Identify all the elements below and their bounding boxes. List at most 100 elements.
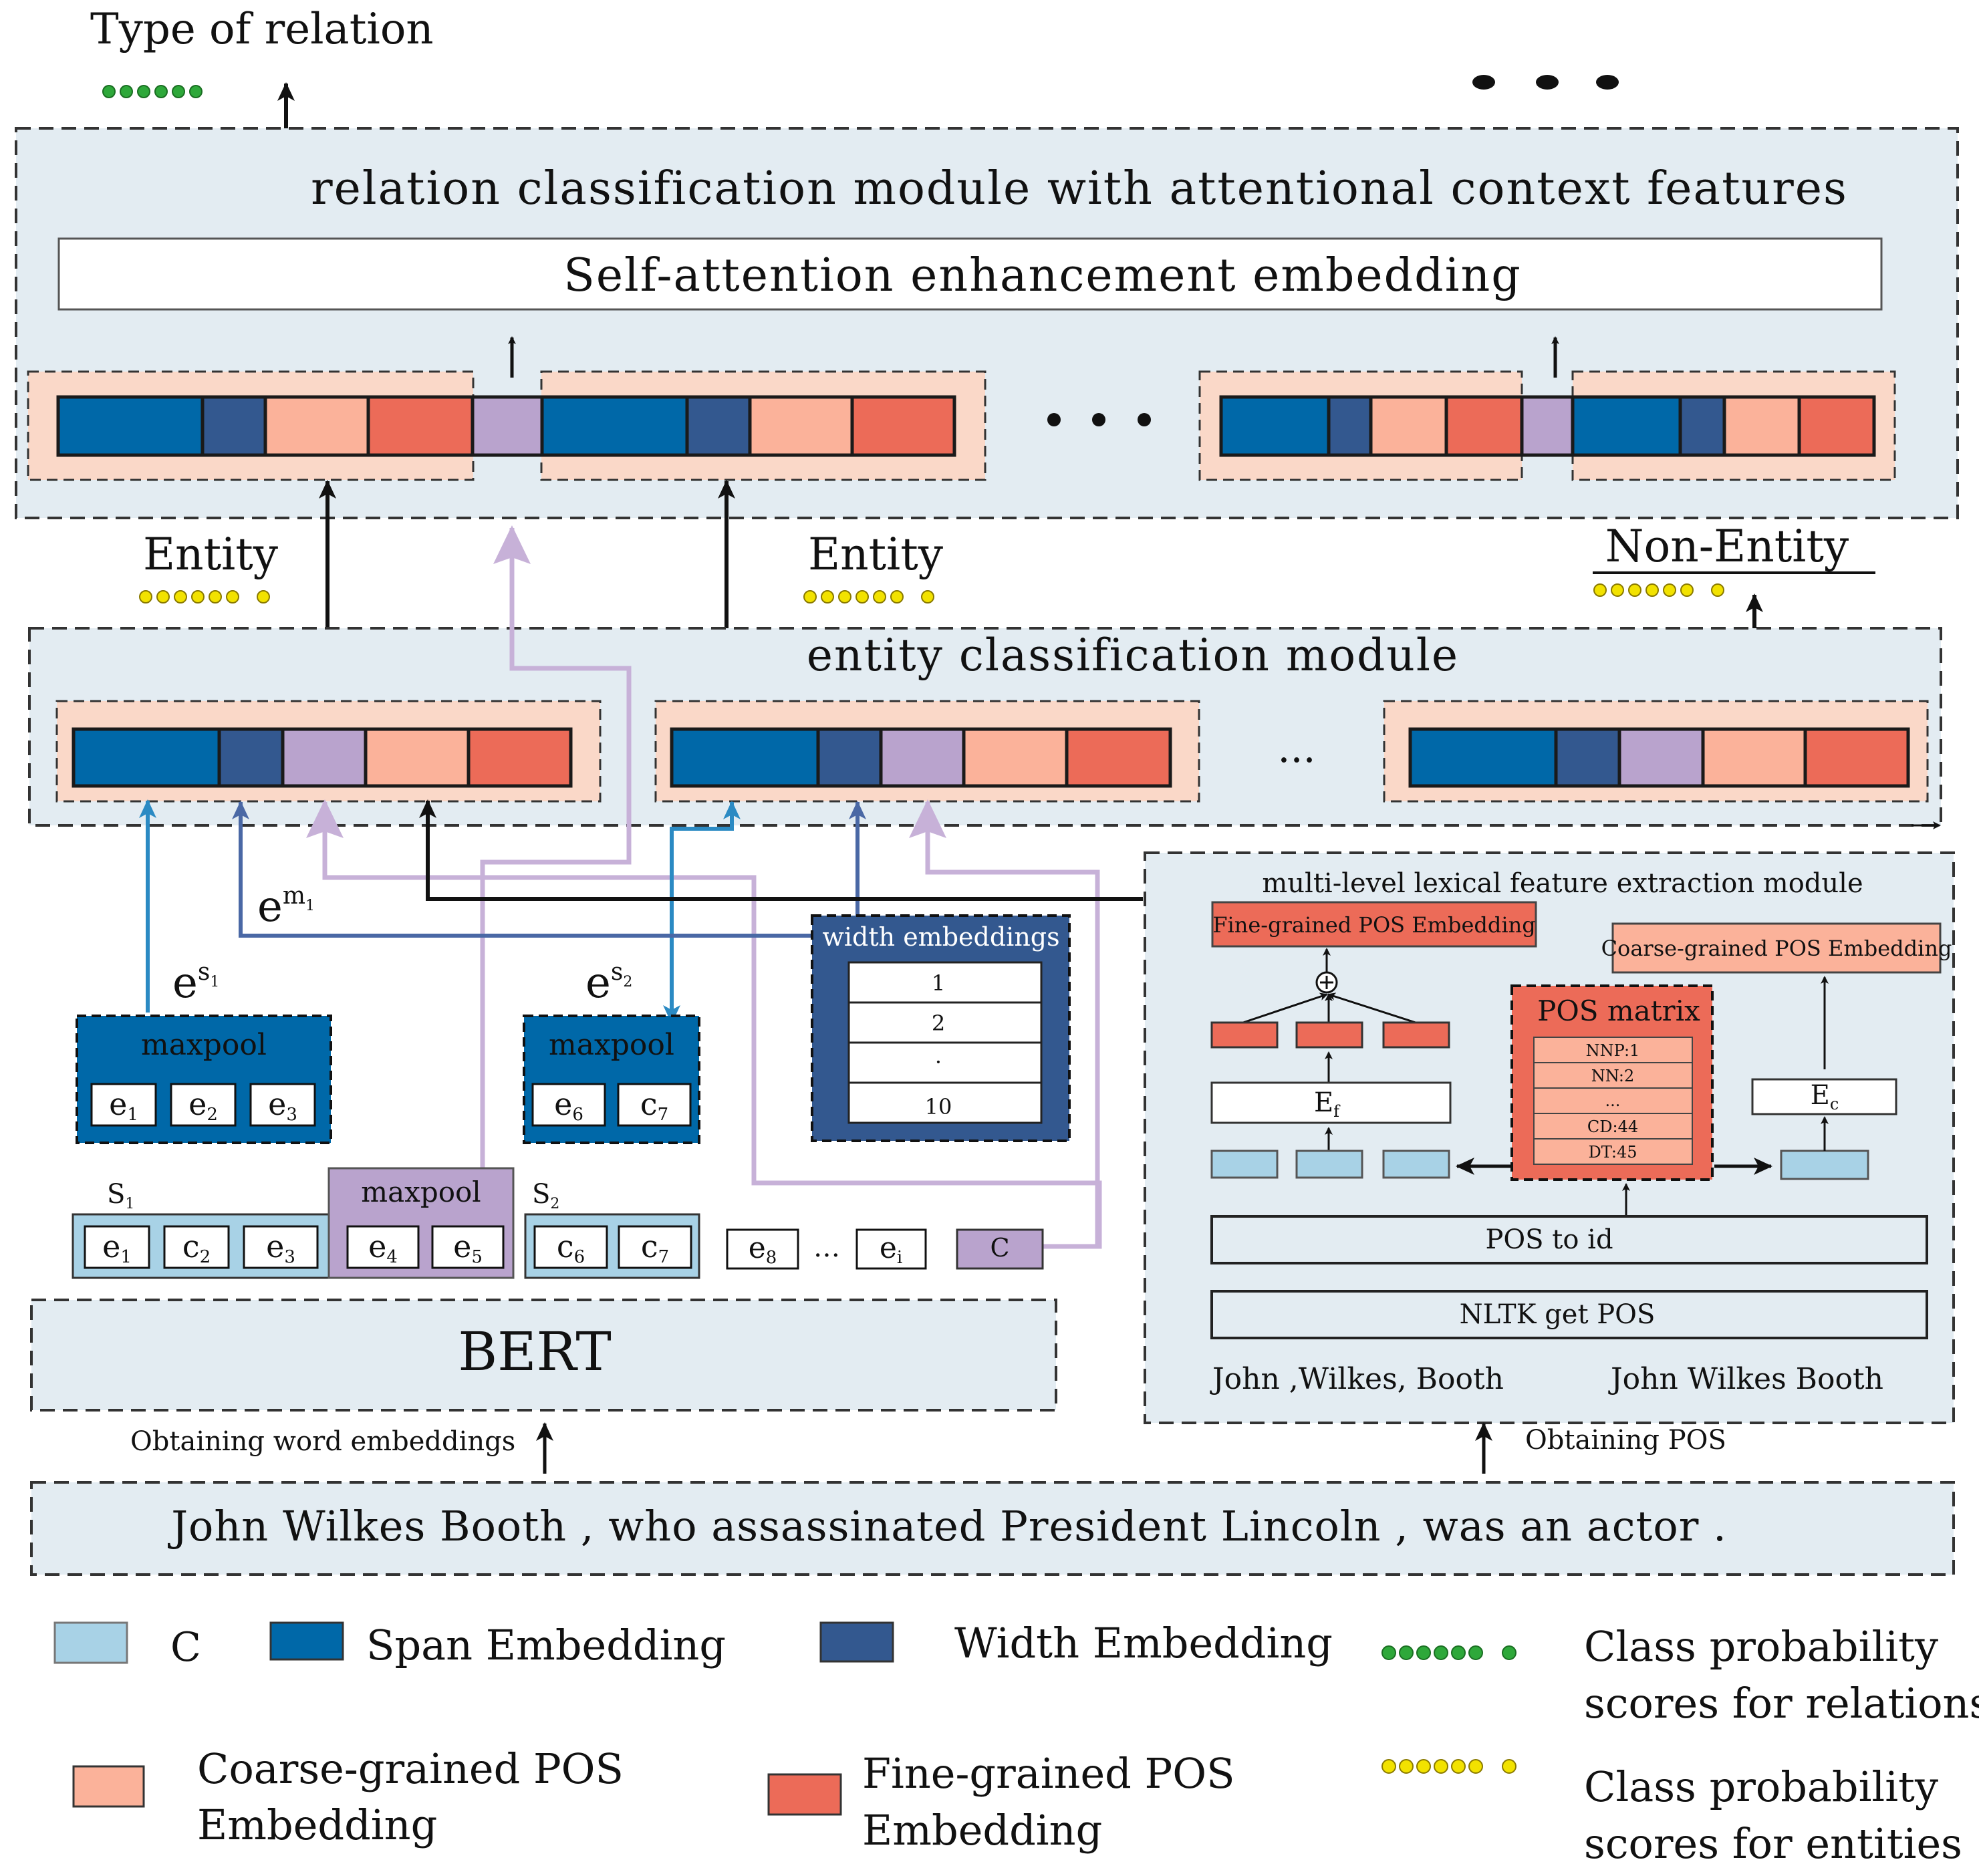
relation-ellipsis-dots [1047,413,1151,426]
context-block [879,727,966,788]
ef-box [1210,1081,1452,1124]
span-embedding-block [72,727,221,788]
legend: C Span Embedding Width Embedding Class p… [53,1619,1979,1868]
legend-width-label: Width Embedding [954,1619,1333,1667]
legend-coarse-1: Coarse-grained POS [197,1744,624,1793]
words-full: John Wilkes Booth [1608,1362,1883,1396]
span-embedding-block [56,395,205,457]
span-embedding-block [1571,395,1682,457]
span-embedding-block [670,727,820,788]
sentence-box [30,1481,1955,1576]
top-dots [1472,75,1619,90]
maxpool-2-tokens: e6 c7 [531,1083,692,1127]
legend-fine-swatch [767,1773,842,1816]
svg-text:c2: c2 [182,1228,211,1267]
width-embedding-block [217,727,285,788]
non-entity-score-dots [1593,583,1724,597]
pos-feature-line [419,799,1143,901]
es2-label: es2 [585,958,632,1008]
maxpool-label-1: maxpool [141,1028,267,1062]
legend-c-swatch [53,1621,128,1664]
context-block [471,395,544,457]
entity-label-2: Entity [808,529,944,580]
words-split: John ,Wilkes, Booth [1210,1362,1504,1396]
es1-label: es1 [172,958,219,1008]
svg-text:e6: e6 [554,1086,583,1125]
bert-label: BERT [458,1321,611,1383]
entity-module-title: entity classification module [807,630,1459,681]
entity-score-dots-1 [139,590,270,604]
ef-label: Ef [1314,1087,1341,1121]
width-embedding-block [1327,395,1373,457]
ec-box [1751,1078,1897,1115]
svg-text:c7: c7 [641,1228,669,1267]
legend-c-label: C [170,1624,201,1671]
coarse-pos-embedding-box [1611,922,1942,974]
legend-fine-1: Fine-grained POS [862,1749,1235,1798]
context-to-entity-2-line [909,799,1100,1249]
width-to-entity-1-line [232,801,812,938]
context-tokens: e4 e5 [346,1225,505,1269]
relation-pair-1 [56,395,956,457]
relation-module-title: relation classification module with atte… [311,162,1848,215]
pos-row-4: CD:44 [1587,1117,1638,1136]
fine-pos-block [1444,395,1524,457]
non-entity-label: Non-Entity [1605,521,1849,572]
pos-matrix-title: POS matrix [1537,994,1700,1027]
self-attention-label: Self-attention enhancement embedding [563,249,1522,302]
pos-to-id-label: POS to id [1485,1224,1613,1255]
fine-pos-block [1797,395,1876,457]
width-row-2: 2 [932,1011,945,1036]
span-s2-tokens: c6 c7 [533,1225,692,1269]
entity-group-2 [670,727,1172,788]
width-embedding-block [816,727,883,788]
fine-pos-block [467,727,573,788]
svg-text:e8: e8 [749,1231,777,1268]
nltk-label: NLTK get POS [1460,1299,1656,1330]
legend-yellow-dots [1381,1759,1516,1774]
svg-text:c7: c7 [640,1086,668,1125]
coarse-pos-block [1701,727,1807,788]
legend-ent-scores-2: scores for entities [1584,1819,1962,1868]
fine-pos-vectors [1210,1021,1450,1049]
context-to-relation-line [480,525,632,1186]
pos-id-vectors-left [1210,1150,1450,1179]
legend-rel-scores-1: Class probability [1584,1622,1938,1671]
entity-group-3 [1408,727,1910,788]
coarse-pos-block [748,395,854,457]
legend-ent-scores-1: Class probability [1584,1762,1938,1811]
pos-row-2: NN:2 [1591,1067,1635,1085]
fine-branch [1242,948,1416,1024]
span-embedding-block [540,395,689,457]
lexical-module-title: multi-level lexical feature extraction m… [1262,868,1863,899]
svg-text:e1: e1 [109,1086,138,1125]
context-block [1520,395,1575,457]
width-embedding-block [201,395,267,457]
maxpool-label-2: maxpool [549,1028,674,1062]
legend-coarse-swatch [72,1765,145,1808]
input-sentence: John Wilkes Booth , who assassinated Pre… [167,1502,1727,1551]
width-embedding-block [1678,395,1726,457]
fine-pos-block [366,395,475,457]
context-block [281,727,368,788]
ec-label: Ec [1811,1080,1839,1113]
pos-row-5: DT:45 [1588,1143,1637,1162]
legend-span-label: Span Embedding [366,1621,726,1669]
legend-coarse-2: Embedding [197,1800,437,1849]
width-row-1: 1 [932,970,945,996]
coarse-pos-embedding-label: Coarse-grained POS Embedding [1601,936,1952,961]
svg-text:e4: e4 [368,1228,398,1267]
coarse-pos-block [1722,395,1801,457]
svg-text:e3: e3 [268,1086,297,1125]
span-s1-tokens: e1 c2 e3 [84,1225,319,1269]
relation-score-dots [102,85,203,98]
coarse-pos-block [962,727,1069,788]
pos-id-vector-right [1780,1150,1869,1180]
span-connectors [139,799,812,1024]
fine-pos-block [1065,727,1172,788]
svg-text:e2: e2 [188,1086,218,1125]
span-2-line [670,801,741,1011]
pos-matrix-table [1533,1037,1693,1165]
bert-box [30,1299,1057,1412]
